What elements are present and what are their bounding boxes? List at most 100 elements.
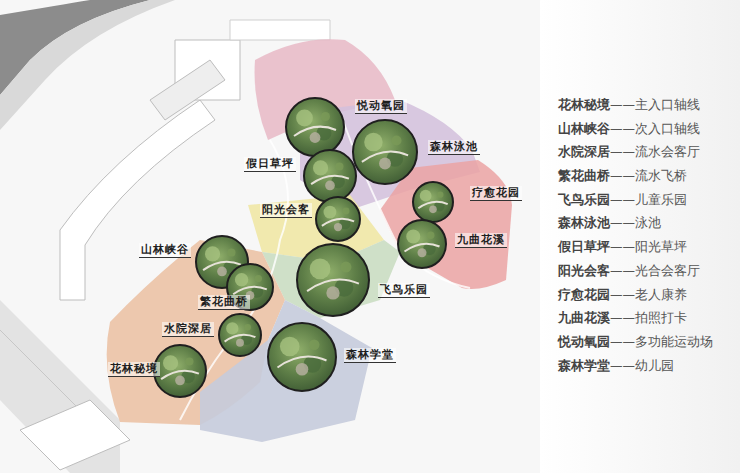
vignette-circle	[398, 220, 446, 268]
area-label: 阳光会客	[260, 203, 312, 218]
area-name: 山林峡谷	[558, 121, 610, 136]
area-label: 飞鸟乐园	[378, 283, 430, 298]
planting-blob	[296, 363, 309, 376]
planting-blob	[392, 136, 402, 146]
plan-circle: 森林学堂	[267, 322, 337, 392]
path-line	[161, 371, 199, 379]
area-function: ——儿童乐园	[610, 192, 687, 207]
list-row: 花林秘境——主入口轴线	[558, 95, 713, 119]
planting-blob	[236, 339, 244, 347]
planting-blob	[175, 376, 185, 386]
area-function: ——阳光草坪	[610, 239, 687, 254]
plan-circle: 森林泳池	[352, 119, 418, 185]
path-line	[418, 202, 447, 209]
area-name: 森林学堂	[558, 358, 610, 373]
area-label: 山林峡谷	[139, 243, 191, 258]
path-line	[294, 127, 336, 136]
list-row: 飞鸟乐园——儿童乐园	[558, 190, 713, 214]
circle-outline	[352, 119, 418, 185]
path-line	[311, 176, 349, 184]
area-name: 飞鸟乐园	[558, 192, 610, 207]
circle-outline	[153, 344, 207, 398]
plan-circle: 花林秘境	[153, 344, 207, 398]
circle-outline	[303, 149, 357, 203]
planting-blob	[185, 358, 193, 366]
list-row: 悦动氧园——多功能运动场	[558, 332, 713, 356]
list-row: 九曲花溪——拍照打卡	[558, 308, 713, 332]
circle-outline	[285, 97, 345, 157]
planting-blob	[205, 246, 220, 261]
planting-blob	[418, 248, 427, 257]
list-row: 森林学堂——幼儿园	[558, 356, 713, 380]
planting-blob	[280, 337, 300, 357]
circle-outline	[267, 322, 337, 392]
area-function: ——主入口轴线	[610, 97, 700, 112]
area-name: 九曲花溪	[558, 310, 610, 325]
list-row: 森林泳池——泳池	[558, 213, 713, 237]
planting-blob	[406, 230, 420, 244]
vignette-circle	[154, 345, 206, 397]
list-row: 假日草坪——阳光草坪	[558, 237, 713, 261]
area-label: 假日草坪	[244, 157, 296, 172]
area-name: 繁花曲桥	[558, 168, 610, 183]
area-label: 花林秘境	[108, 362, 160, 377]
list-row: 疗愈花园——老人康养	[558, 285, 713, 309]
planting-blob	[379, 158, 391, 170]
plan-circle: 九曲花溪	[397, 219, 447, 269]
area-label: 繁花曲桥	[198, 295, 250, 310]
area-name: 森林泳池	[558, 215, 610, 230]
path-line	[225, 335, 256, 342]
plan-circle: 繁花曲桥	[226, 263, 274, 311]
area-name: 阳光会客	[558, 263, 610, 278]
path-line	[278, 357, 327, 368]
circle-outline	[296, 243, 370, 317]
path-line	[322, 219, 354, 226]
planting-blob	[364, 133, 382, 151]
list-row: 阳光会客——光合会客厅	[558, 261, 713, 285]
planting-blob	[420, 190, 432, 202]
planting-blob	[340, 262, 351, 273]
planting-blob	[343, 208, 350, 215]
planting-blob	[325, 181, 335, 191]
vignette-circle	[413, 182, 453, 222]
area-function: ——光合会客厅	[610, 263, 700, 278]
list-row: 水院深居——流水会客厅	[558, 142, 713, 166]
plan-circle: 飞鸟乐园	[296, 243, 370, 317]
vignette-circle	[353, 120, 417, 184]
planting-blob	[227, 249, 235, 257]
planting-blob	[335, 163, 343, 171]
circle-outline	[412, 181, 454, 223]
path-line	[307, 280, 359, 292]
area-function: ——拍照打卡	[610, 310, 687, 325]
area-function: ——多功能运动场	[610, 334, 713, 349]
vignette-circle	[316, 197, 360, 241]
planting-blob	[310, 132, 321, 143]
planting-blob	[163, 355, 178, 370]
circle-outline	[315, 196, 361, 242]
planting-blob	[244, 324, 251, 331]
legend-list: 花林秘境——主入口轴线山林峡谷——次入口轴线水院深居——流水会客厅繁花曲桥——流…	[558, 95, 713, 379]
area-function: ——次入口轴线	[610, 121, 700, 136]
area-function: ——幼儿园	[610, 358, 674, 373]
planting-blob	[235, 273, 248, 286]
planting-blob	[321, 112, 330, 121]
plan-circle: 阳光会客	[315, 196, 361, 242]
area-function: ——老人康养	[610, 287, 687, 302]
planting-blob	[255, 275, 262, 282]
circle-outline	[218, 313, 262, 357]
plan-circle: 假日草坪	[303, 149, 357, 203]
planting-blob	[326, 286, 339, 299]
area-name: 假日草坪	[558, 239, 610, 254]
area-label: 疗愈花园	[470, 186, 522, 201]
area-label: 水院深居	[162, 322, 214, 337]
area-label: 森林学堂	[344, 348, 396, 363]
vignette-circle	[286, 98, 344, 156]
area-name: 水院深居	[558, 144, 610, 159]
circle-outline	[397, 219, 447, 269]
vignette-circle	[297, 244, 369, 316]
path-line	[405, 244, 440, 252]
planting-blob	[437, 192, 443, 198]
plan-circle: 悦动氧园	[285, 97, 345, 157]
area-function: ——泳池	[610, 215, 661, 230]
planting-blob	[310, 259, 331, 280]
